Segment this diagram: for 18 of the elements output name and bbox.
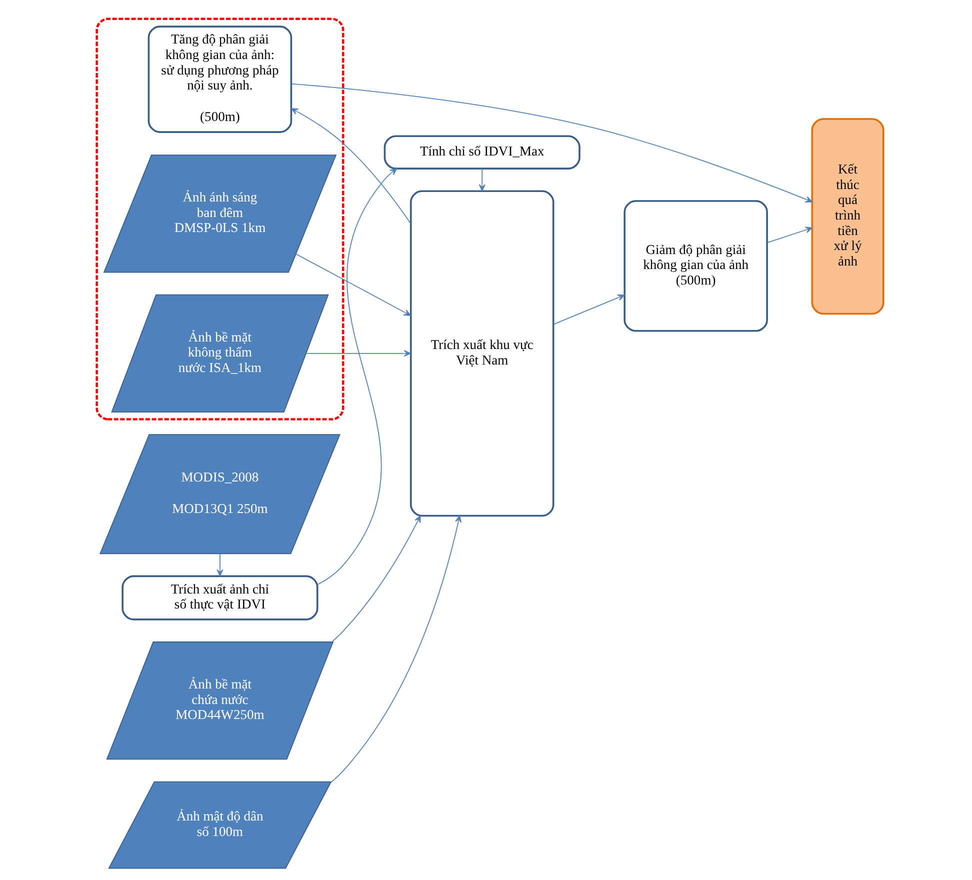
- arrow: [478, 168, 485, 192]
- arrow: [552, 294, 624, 325]
- node-box: Tính chỉ số IDVI_Max: [383, 135, 580, 170]
- arrow: [316, 168, 397, 585]
- node-box: Tăng độ phân giải không gian của ảnh: sử dụng phương pháp nội suy ảnh. (500m): [147, 26, 292, 133]
- node-box: Giảm độ phân giải không gian của ảnh (500m): [623, 200, 768, 332]
- arrow: [305, 350, 411, 357]
- arrow: [766, 226, 812, 244]
- arrow: [290, 83, 812, 202]
- arrow: [216, 553, 223, 576]
- node-box: Trích xuất ảnh chỉ số thực vật IDVI: [121, 575, 318, 620]
- arrow: [330, 515, 462, 783]
- arrow: [295, 254, 410, 316]
- cluster: [95, 18, 344, 420]
- arrow: [290, 108, 411, 224]
- arrow: [330, 515, 420, 642]
- node-box: Kết thúc quá trình tiền xử lý ảnh: [810, 118, 884, 315]
- node-box: Trích xuất khu vực Việt Nam: [409, 190, 554, 517]
